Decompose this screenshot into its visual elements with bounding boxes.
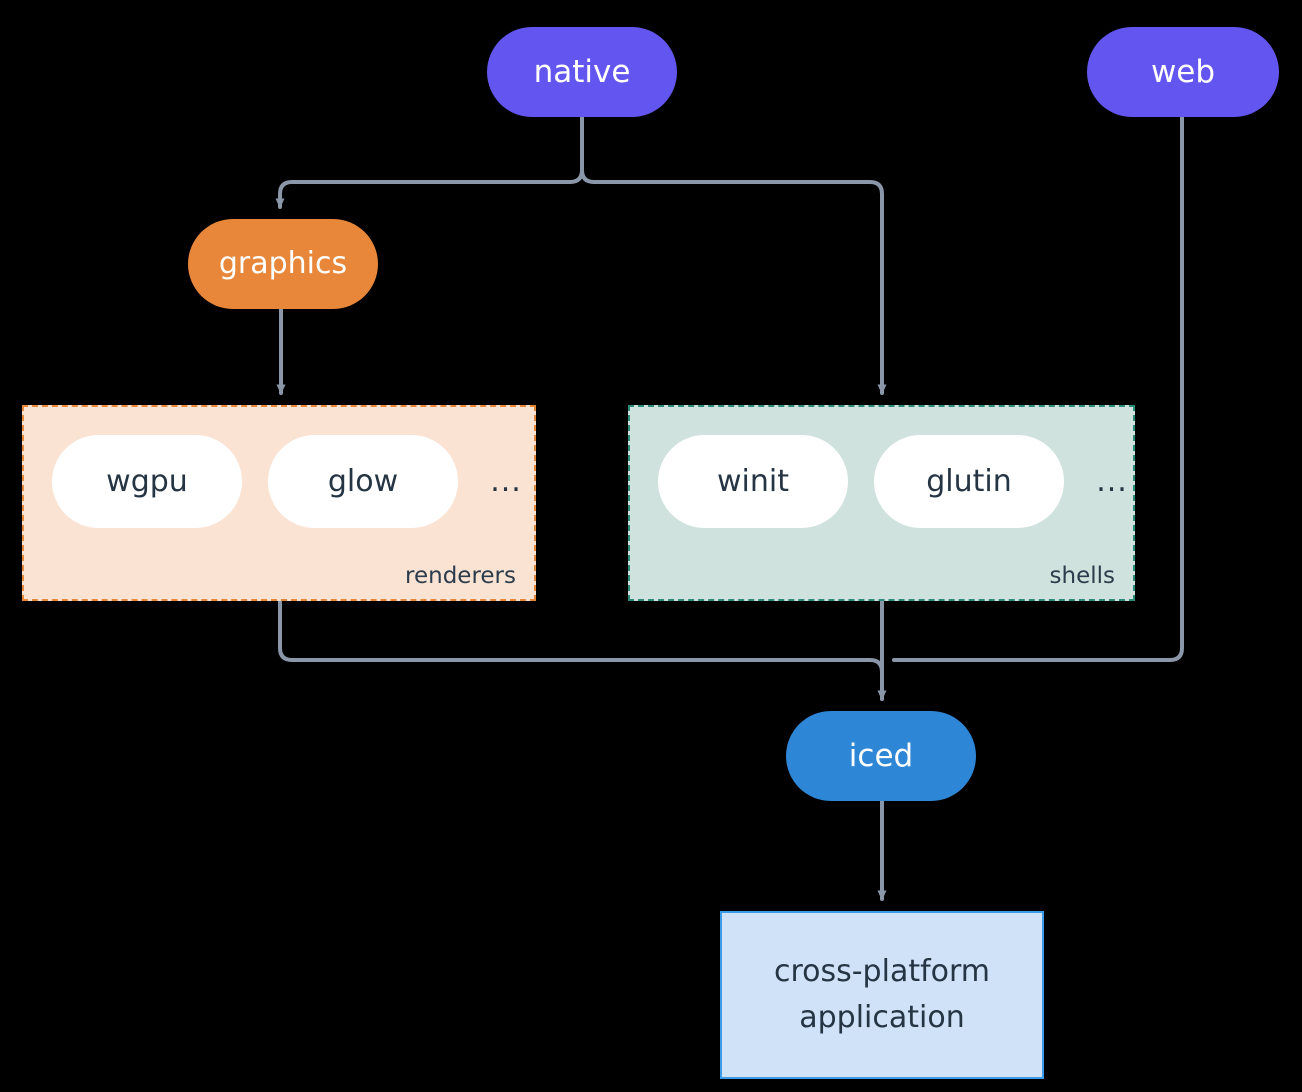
node-web[interactable]: web [1087, 27, 1279, 117]
edge-native-to-graphics [275, 115, 584, 209]
leaf-wgpu[interactable]: wgpu [52, 435, 242, 528]
renderers-overflow-ellipsis: ... [490, 464, 522, 499]
cluster-shells: winit glutin ... shells [628, 405, 1135, 601]
leaf-glow[interactable]: glow [268, 435, 458, 528]
leaf-winit[interactable]: winit [658, 435, 848, 528]
edge-native-to-shells [580, 115, 887, 395]
leaf-glutin[interactable]: glutin [874, 435, 1064, 528]
node-native[interactable]: native [487, 27, 677, 117]
node-graphics[interactable]: graphics [188, 219, 378, 309]
node-cross-platform-application[interactable]: cross-platform application [720, 911, 1044, 1079]
edge-renderers-to-iced [278, 599, 887, 701]
cluster-label-shells: shells [1049, 563, 1115, 589]
node-iced[interactable]: iced [786, 711, 976, 801]
cluster-label-renderers: renderers [405, 563, 516, 589]
shells-overflow-ellipsis: ... [1096, 464, 1128, 499]
edge-web-to-iced [892, 115, 1184, 662]
cluster-renderers: wgpu glow ... renderers [22, 405, 536, 601]
